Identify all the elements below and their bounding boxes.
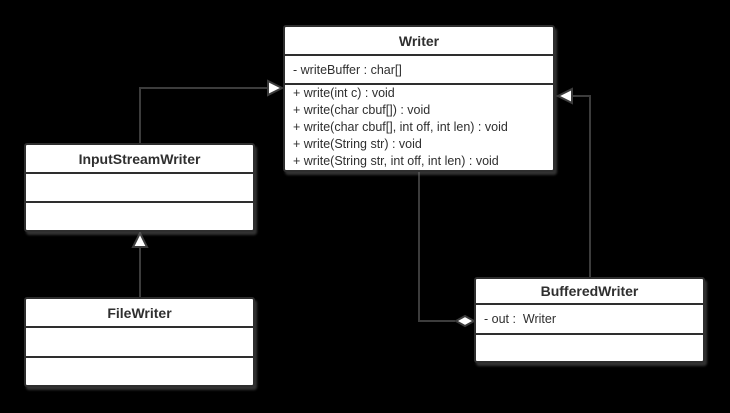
- class-box-filewriter[interactable]: FileWriter: [24, 297, 255, 387]
- class-box-writer[interactable]: Writer - writeBuffer : char[] + write(in…: [283, 25, 555, 172]
- attribute-row: - writeBuffer : char[]: [285, 56, 553, 85]
- hollow-triangle-arrowhead: [267, 79, 285, 97]
- attributes-compartment: [26, 328, 253, 358]
- member-text: + write(String str, int off, int len) : …: [293, 154, 499, 168]
- class-box-inputstreamwriter[interactable]: InputStreamWriter: [24, 143, 255, 232]
- member-text: + write(String str) : void: [293, 137, 422, 151]
- hollow-triangle-arrowhead: [555, 87, 573, 105]
- edge-aggregation-bufferedwriter-writer[interactable]: [418, 172, 455, 322]
- member-text: + write(char cbuf[]) : void: [293, 103, 431, 117]
- hollow-triangle-arrowhead: [131, 230, 149, 248]
- class-title: FileWriter: [26, 299, 253, 328]
- attribute-row: - out : Writer: [476, 305, 703, 335]
- member-text: + write(int c) : void: [293, 86, 395, 100]
- class-title: InputStreamWriter: [26, 145, 253, 174]
- class-title: Writer: [285, 27, 553, 56]
- methods-compartment: + write(int c) : void + write(char cbuf[]…: [285, 85, 553, 170]
- aggregation-diamond: [453, 314, 477, 328]
- class-box-bufferedwriter[interactable]: BufferedWriter - out : Writer: [474, 277, 705, 363]
- methods-compartment: [26, 203, 253, 230]
- methods-compartment: [26, 358, 253, 386]
- member-text: + write(char cbuf[], int off, int len) :…: [293, 120, 508, 134]
- edge-generalization-bufferedwriter-to-writer[interactable]: [572, 95, 591, 277]
- class-title: BufferedWriter: [476, 279, 703, 305]
- methods-compartment: [476, 335, 703, 361]
- attributes-compartment: [26, 174, 253, 203]
- edge-generalization-inputstreamwriter-to-writer[interactable]: [139, 87, 268, 143]
